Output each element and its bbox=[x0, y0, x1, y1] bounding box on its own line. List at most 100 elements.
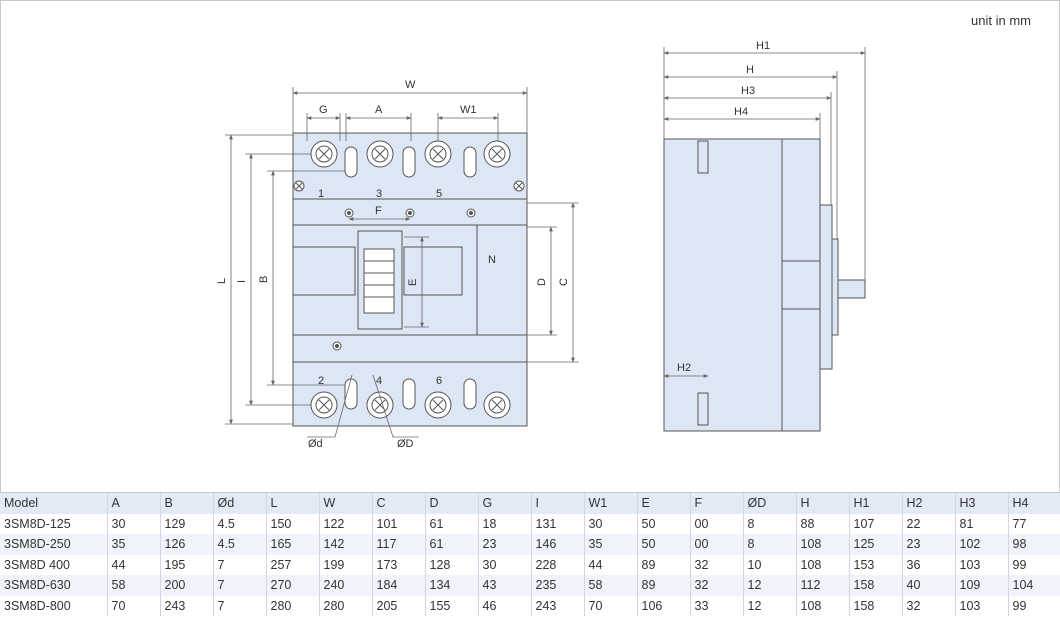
front-view bbox=[292, 132, 528, 427]
table-cell: 200 bbox=[159, 575, 213, 596]
dim-E: E bbox=[407, 279, 419, 286]
table-cell: 280 bbox=[318, 595, 372, 616]
table-cell: 58 bbox=[106, 575, 160, 596]
column-header: H2 bbox=[901, 493, 955, 514]
side-view bbox=[663, 138, 866, 432]
side-slot-bottom bbox=[697, 392, 709, 426]
table-cell: 142 bbox=[318, 534, 372, 555]
table-cell: 61 bbox=[424, 513, 478, 534]
table-cell: 8 bbox=[742, 513, 796, 534]
table-cell: 270 bbox=[265, 575, 319, 596]
table-cell: 4.5 bbox=[212, 513, 266, 534]
dim-F: F bbox=[375, 205, 382, 217]
table-cell: 12 bbox=[742, 575, 796, 596]
table-cell: 50 bbox=[636, 513, 690, 534]
table-cell: 70 bbox=[106, 595, 160, 616]
column-header: H1 bbox=[848, 493, 902, 514]
table-cell: 22 bbox=[901, 513, 955, 534]
table-cell: 104 bbox=[1007, 575, 1060, 596]
side-dimension-labels: H1 H H3 H4 H2 bbox=[677, 40, 770, 374]
dim-W: W bbox=[405, 79, 416, 91]
table-cell: 117 bbox=[371, 534, 425, 555]
table-cell: 23 bbox=[901, 534, 955, 555]
terminal-label-4: 4 bbox=[376, 375, 382, 387]
side-handle-base bbox=[819, 204, 833, 370]
table-cell: 43 bbox=[477, 575, 531, 596]
dim-W1: W1 bbox=[460, 104, 477, 116]
model-cell: 3SM8D-125 bbox=[4, 516, 71, 531]
table-cell: 155 bbox=[424, 595, 478, 616]
table-cell: 228 bbox=[530, 554, 584, 575]
table-cell: 30 bbox=[477, 554, 531, 575]
table-cell: 184 bbox=[371, 575, 425, 596]
table-cell: 98 bbox=[1007, 534, 1060, 555]
table-cell: 58 bbox=[583, 575, 637, 596]
side-slot-top bbox=[697, 140, 709, 174]
table-cell: 165 bbox=[265, 534, 319, 555]
table-cell: 61 bbox=[424, 534, 478, 555]
table-cell: 30 bbox=[583, 513, 637, 534]
table-cell: 128 bbox=[424, 554, 478, 575]
table-cell: 89 bbox=[636, 575, 690, 596]
side-handle-step bbox=[831, 238, 839, 336]
dim-H4: H4 bbox=[734, 106, 748, 118]
column-header: F bbox=[689, 493, 743, 514]
table-cell: 108 bbox=[795, 534, 849, 555]
side-body bbox=[663, 138, 783, 432]
table-cell: 106 bbox=[636, 595, 690, 616]
terminal-label-3: 3 bbox=[376, 188, 382, 200]
terminal-label-2: 2 bbox=[318, 375, 324, 387]
table-cell: 240 bbox=[318, 575, 372, 596]
dim-H: H bbox=[746, 64, 754, 76]
dim-H2: H2 bbox=[677, 362, 691, 374]
dim-H3: H3 bbox=[741, 85, 755, 97]
table-cell: 243 bbox=[530, 595, 584, 616]
dim-I: I bbox=[236, 280, 248, 283]
table-cell: 46 bbox=[477, 595, 531, 616]
dim-D: D bbox=[536, 278, 548, 286]
table-cell: 134 bbox=[424, 575, 478, 596]
table-cell: 32 bbox=[689, 575, 743, 596]
side-handle-tip bbox=[837, 279, 866, 299]
table-cell: 125 bbox=[848, 534, 902, 555]
table-cell: 150 bbox=[265, 513, 319, 534]
table-cell: 109 bbox=[954, 575, 1008, 596]
table-cell: 199 bbox=[318, 554, 372, 575]
table-cell: 35 bbox=[106, 534, 160, 555]
column-header: Ød bbox=[212, 493, 266, 514]
column-header: G bbox=[477, 493, 531, 514]
table-cell: 99 bbox=[1007, 595, 1060, 616]
table-cell: 107 bbox=[848, 513, 902, 534]
column-header: C bbox=[371, 493, 425, 514]
column-header: H4 bbox=[1007, 493, 1060, 514]
column-header: L bbox=[265, 493, 319, 514]
table-cell: 122 bbox=[318, 513, 372, 534]
side-cover bbox=[781, 138, 821, 432]
table-cell: 00 bbox=[689, 534, 743, 555]
front-dimensions bbox=[225, 87, 579, 438]
front-dimension-labels: W G A W1 L I B F E D C Ød ØD bbox=[216, 79, 570, 450]
handle-slot bbox=[363, 248, 395, 314]
table-cell: 235 bbox=[530, 575, 584, 596]
dim-A: A bbox=[375, 104, 383, 116]
table-cell: 103 bbox=[954, 595, 1008, 616]
side-dimensions bbox=[663, 47, 866, 378]
dim-L: L bbox=[216, 278, 228, 284]
dim-oD: ØD bbox=[397, 438, 414, 450]
dim-H1: H1 bbox=[756, 40, 770, 52]
column-header: A bbox=[106, 493, 160, 514]
column-header: D bbox=[424, 493, 478, 514]
table-cell: 101 bbox=[371, 513, 425, 534]
table-cell: 153 bbox=[848, 554, 902, 575]
table-cell: 243 bbox=[159, 595, 213, 616]
table-cell: 129 bbox=[159, 513, 213, 534]
dim-G: G bbox=[319, 104, 328, 116]
left-window bbox=[292, 246, 356, 296]
table-cell: 36 bbox=[901, 554, 955, 575]
